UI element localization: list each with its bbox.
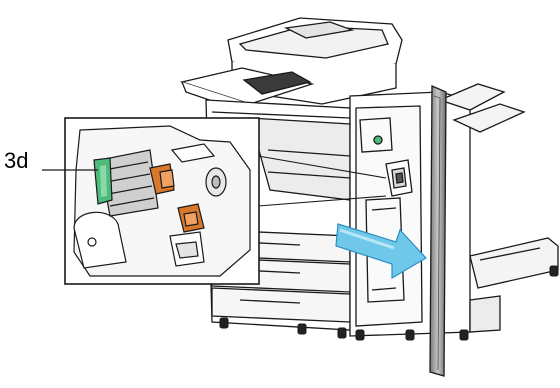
finisher-unit	[350, 84, 558, 336]
finisher-front-door	[430, 86, 446, 376]
callout-label: 3d	[4, 150, 28, 172]
inset-magnifier	[65, 118, 259, 284]
